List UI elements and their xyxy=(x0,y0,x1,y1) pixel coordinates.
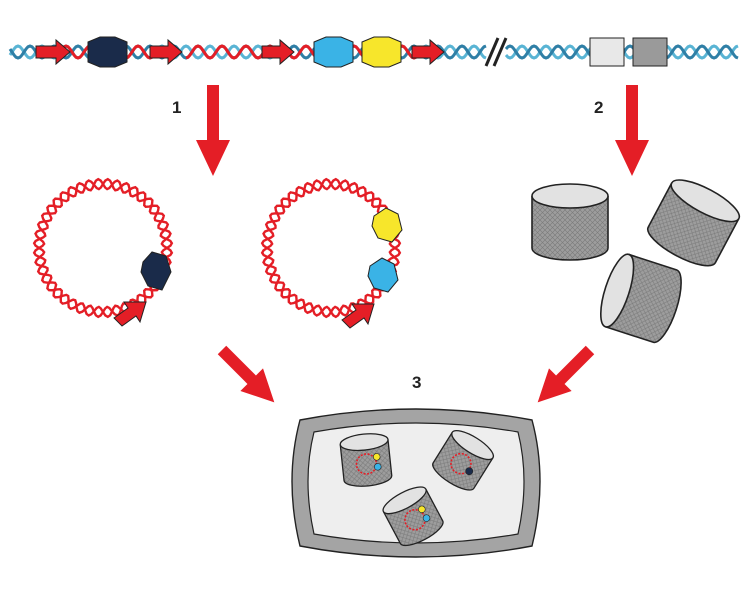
process-arrow-icon xyxy=(217,345,275,403)
process-arrow-icon xyxy=(196,85,230,176)
loaded-microcompartment xyxy=(339,433,393,487)
gene-hexagon-navy xyxy=(87,36,128,68)
microcompartment-cylinder-icon xyxy=(599,253,682,344)
gene-hexagon-yellow xyxy=(361,36,402,68)
promoter-arrow-icon xyxy=(35,38,71,66)
gene-hexagon-cyan xyxy=(313,36,354,68)
promoter-arrow-icon xyxy=(149,38,183,66)
process-arrow-icon xyxy=(615,85,649,176)
gene-hexagon-navy xyxy=(140,251,172,291)
step-1-label: 1 xyxy=(172,98,182,117)
gene-hexagon-yellow xyxy=(371,207,403,243)
loaded-microcompartment xyxy=(432,429,495,491)
shell-gene-dark xyxy=(632,37,668,67)
gene-hexagon-cyan xyxy=(367,257,399,293)
promoter-arrow-icon xyxy=(113,301,147,327)
dna-segment-red xyxy=(185,44,278,60)
genome-dna-strand xyxy=(8,36,739,68)
step-3-label: 3 xyxy=(412,373,422,392)
plasmid-right xyxy=(260,177,403,329)
shell-gene-light xyxy=(589,37,625,67)
loaded-microcompartment xyxy=(382,486,444,547)
plasmid-left xyxy=(32,177,174,327)
promoter-arrow-icon xyxy=(341,303,375,329)
dna-break-marks xyxy=(484,37,508,67)
promoter-arrow-icon xyxy=(261,38,295,66)
step-2-label: 2 xyxy=(594,98,604,117)
process-arrow-icon xyxy=(537,345,595,403)
microcompartment-cylinder-icon xyxy=(646,179,741,267)
microcompartment-cylinder-icon xyxy=(531,183,609,261)
promoter-arrow-icon xyxy=(411,38,445,66)
